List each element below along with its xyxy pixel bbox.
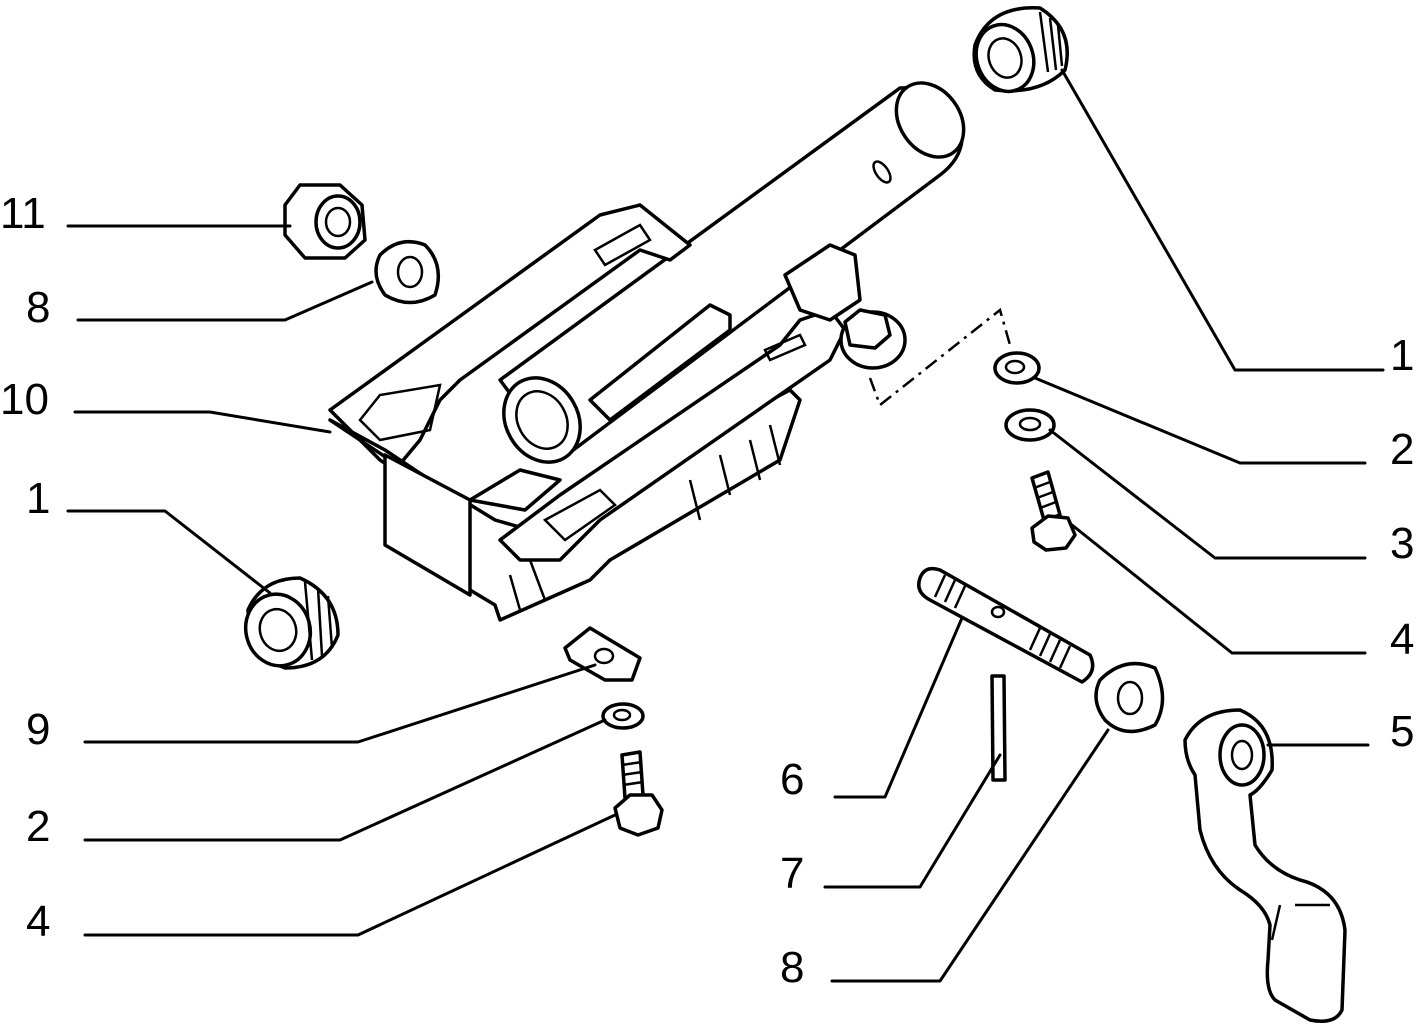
callout-2-right: 2 xyxy=(1390,425,1415,474)
callout-7: 7 xyxy=(780,849,805,898)
callout-1-right: 1 xyxy=(1390,331,1415,380)
bolt-right xyxy=(1030,470,1077,552)
leader-lines xyxy=(66,68,1385,983)
thick-washer-left xyxy=(374,239,441,305)
callout-6: 6 xyxy=(780,755,805,804)
flat-washer xyxy=(1004,408,1056,442)
knurled-bush-left xyxy=(243,576,340,670)
spring-washer-lower xyxy=(601,702,645,730)
callout-2: 2 xyxy=(26,802,51,851)
thick-washer-right xyxy=(1094,661,1165,734)
hex-nut xyxy=(283,183,367,260)
threaded-pin xyxy=(917,566,1095,684)
callout-8: 8 xyxy=(26,283,51,332)
spring-washer-right xyxy=(993,351,1041,385)
knurled-bush-top xyxy=(972,6,1069,94)
callout-4: 4 xyxy=(26,897,51,946)
callout-1: 1 xyxy=(26,474,51,523)
callout-8-right: 8 xyxy=(780,943,805,992)
callout-3: 3 xyxy=(1390,519,1415,568)
column-bracket xyxy=(328,81,966,622)
callout-5: 5 xyxy=(1390,707,1415,756)
roll-pin xyxy=(990,674,1007,782)
callout-4-right: 4 xyxy=(1390,615,1415,664)
callout-9: 9 xyxy=(26,705,51,754)
bolt-lower xyxy=(613,750,664,837)
callout-11: 11 xyxy=(0,189,46,238)
release-lever xyxy=(1183,708,1347,1023)
callout-10: 10 xyxy=(0,375,49,424)
clip-nut xyxy=(563,626,642,682)
